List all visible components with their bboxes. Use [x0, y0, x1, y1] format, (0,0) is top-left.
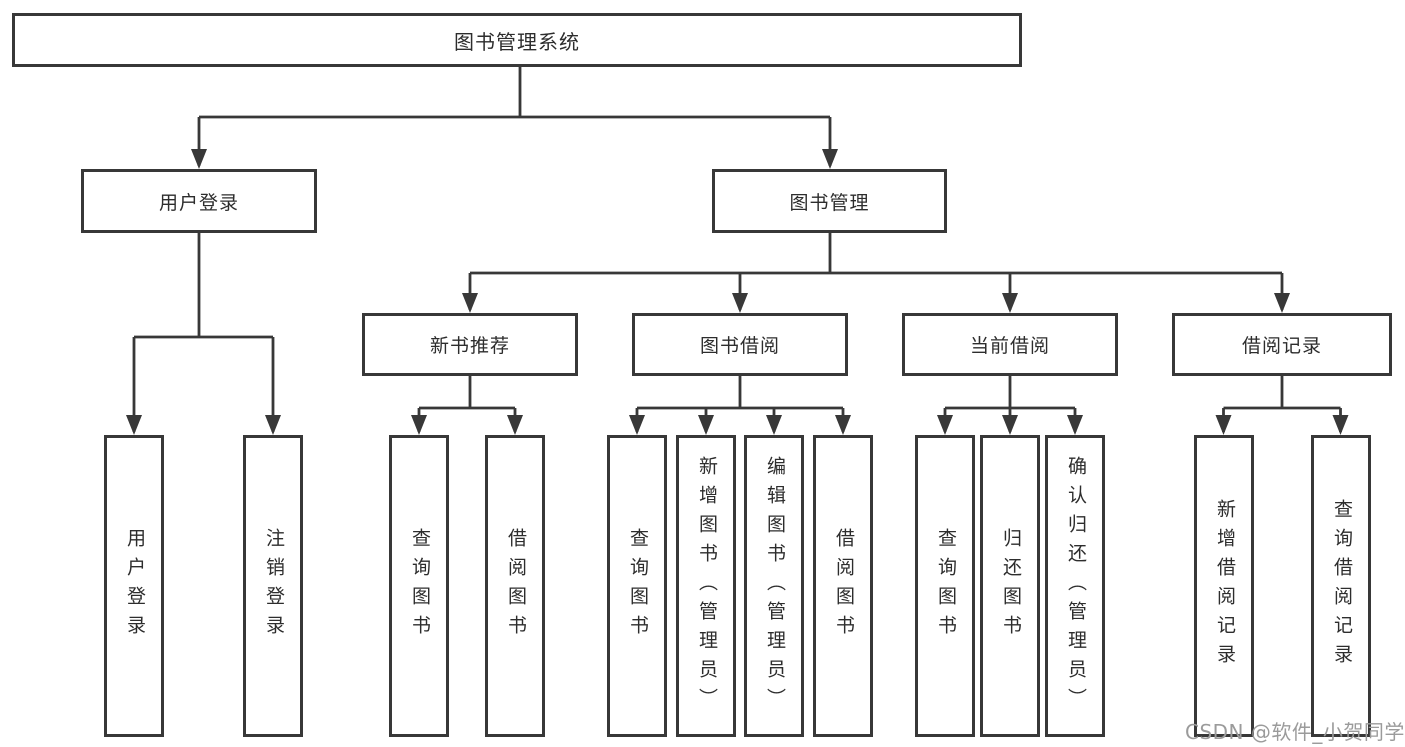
leaf-return-book-label: 归还图书 [999, 528, 1022, 644]
watermark-text: CSDN @软件_小贺同学 [1185, 720, 1405, 744]
node-book-borrowing-label: 图书借阅 [699, 335, 780, 357]
leaf-add-book-admin-label: 新增图书（管理员） [695, 455, 718, 717]
node-library-system-label: 图书管理系统 [454, 29, 580, 54]
node-user-login-label: 用户登录 [158, 191, 239, 214]
leaf-logout-label: 注销登录 [262, 528, 285, 644]
arrowheads [126, 149, 1349, 435]
leaf-edit-book-admin-label: 编辑图书（管理员） [763, 455, 786, 717]
node-borrow-records-label: 借阅记录 [1241, 335, 1322, 357]
leaf-borrow-books-recommend-label: 借阅图书 [504, 528, 527, 644]
node-borrow-records: 借阅记录 [1172, 313, 1392, 376]
leaf-return-book: 归还图书 [980, 435, 1040, 737]
leaf-query-books-recommend-label: 查询图书 [408, 528, 431, 644]
leaf-confirm-return-admin-label: 确认归还（管理员） [1064, 455, 1087, 717]
leaf-query-books-borrowing-label: 查询图书 [626, 528, 649, 644]
leaf-borrow-books-recommend: 借阅图书 [485, 435, 545, 737]
node-new-book-recommend-label: 新书推荐 [429, 335, 510, 357]
leaf-query-books-recommend: 查询图书 [389, 435, 449, 737]
node-current-borrowing-label: 当前借阅 [969, 335, 1050, 357]
node-library-system: 图书管理系统 [12, 13, 1022, 67]
node-book-borrowing: 图书借阅 [632, 313, 848, 376]
leaf-query-borrow-record-label: 查询借阅记录 [1330, 499, 1353, 673]
leaf-user-login-label: 用户登录 [123, 528, 146, 644]
leaf-logout: 注销登录 [243, 435, 303, 737]
leaf-borrow-books-label: 借阅图书 [832, 528, 855, 644]
leaf-borrow-books: 借阅图书 [813, 435, 873, 737]
leaf-user-login: 用户登录 [104, 435, 164, 737]
leaf-query-books-current: 查询图书 [915, 435, 975, 737]
leaf-query-books-borrowing: 查询图书 [607, 435, 667, 737]
node-current-borrowing: 当前借阅 [902, 313, 1118, 376]
leaf-query-borrow-record: 查询借阅记录 [1311, 435, 1371, 737]
leaf-add-borrow-record-label: 新增借阅记录 [1213, 499, 1236, 673]
leaf-add-borrow-record: 新增借阅记录 [1194, 435, 1254, 737]
node-new-book-recommend: 新书推荐 [362, 313, 578, 376]
node-book-management-label: 图书管理 [789, 191, 870, 214]
leaf-edit-book-admin: 编辑图书（管理员） [744, 435, 804, 737]
node-book-management: 图书管理 [712, 169, 947, 233]
leaf-query-books-current-label: 查询图书 [934, 528, 957, 644]
leaf-confirm-return-admin: 确认归还（管理员） [1045, 435, 1105, 737]
node-user-login: 用户登录 [81, 169, 317, 233]
leaf-add-book-admin: 新增图书（管理员） [676, 435, 736, 737]
